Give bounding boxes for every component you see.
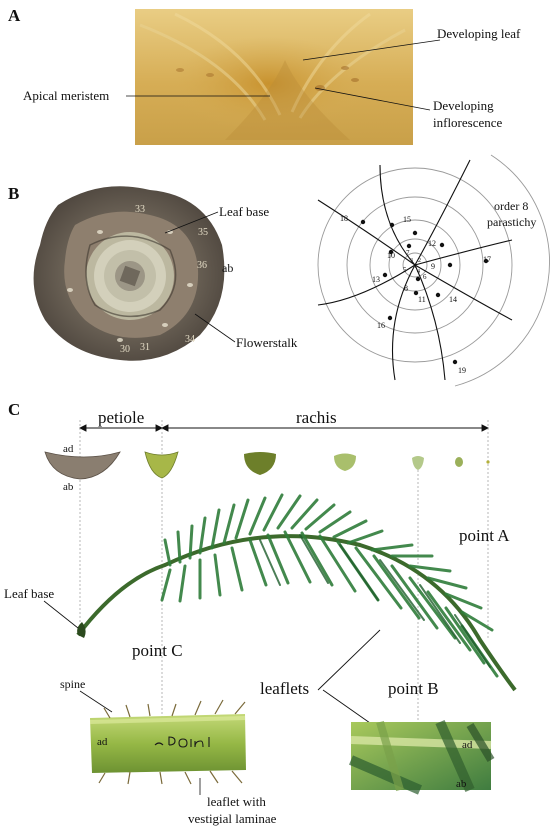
parastichy-label-1: order 8 [494, 199, 528, 213]
phyllotaxis-diagram: 1 2 3 4 5 6 7 8 9 10 11 12 13 14 15 16 1… [318, 155, 549, 386]
node-number-10: 10 [387, 251, 395, 260]
node-number-6: 6 [423, 273, 427, 281]
rachis-closeup-photo [351, 722, 491, 790]
ab-label-top: ab [63, 481, 74, 493]
flowerstalk-label: Flowerstalk [236, 335, 298, 350]
ad-label-top: ad [63, 443, 74, 455]
vestigial-label-1: leaflet with [207, 794, 266, 809]
leaf-base-label-c: Leaf base [4, 586, 54, 601]
node-number-18: 18 [340, 214, 348, 223]
developing-leaf-label: Developing leaf [437, 26, 521, 41]
leaf-base-label-b: Leaf base [219, 204, 269, 219]
point-c-label: point C [132, 641, 183, 660]
ad-label-inset: ad [462, 739, 473, 751]
trunk-cross-section-photo [34, 186, 225, 360]
petiole-label: petiole [98, 408, 144, 427]
leaflets-label: leaflets [260, 679, 309, 698]
spine-leader [80, 691, 112, 712]
spine-label: spine [60, 677, 85, 691]
ad-label-petiole: ad [97, 736, 108, 748]
node-number-16: 16 [377, 321, 385, 330]
developing-inflorescence-label-2: inflorescence [433, 115, 503, 130]
rachis-label: rachis [296, 408, 337, 427]
node-number-11: 11 [418, 295, 426, 304]
petiole-cross-sections [45, 452, 490, 479]
ab-label-inset: ab [456, 778, 467, 790]
node-number-12: 12 [428, 239, 436, 248]
node-number-9: 9 [431, 262, 435, 271]
node-number-14: 14 [449, 295, 457, 304]
photo-number-35: 35 [198, 227, 208, 238]
node-number-8: 8 [404, 284, 408, 293]
photo-number-31: 31 [140, 342, 150, 353]
photo-number-36: 36 [197, 260, 207, 271]
node-number-13: 13 [372, 275, 380, 284]
node-number-5: 5 [403, 266, 407, 274]
panel-a-letter: A [8, 6, 21, 25]
node-number-19: 19 [458, 366, 466, 375]
node-number-3: 3 [410, 258, 413, 264]
leaf-base-leader-c [44, 601, 78, 628]
photo-number-34: 34 [185, 334, 195, 345]
developing-inflorescence-label-1: Developing [433, 98, 494, 113]
petiole-closeup-photo [90, 700, 246, 784]
node-number-15: 15 [403, 215, 411, 224]
ab-label-b: ab [222, 261, 233, 275]
node-number-4: 4 [417, 269, 420, 275]
panel-b-letter: B [8, 184, 19, 203]
parastichy-label-2: parastichy [487, 215, 536, 229]
vestigial-label-2: vestigial laminae [188, 811, 277, 826]
node-number-2: 2 [418, 258, 421, 264]
photo-number-33: 33 [135, 204, 145, 215]
leaflets-leaders [318, 630, 380, 730]
photo-number-30: 30 [120, 344, 130, 355]
node-number-7: 7 [406, 249, 410, 257]
apical-meristem-label: Apical meristem [23, 88, 109, 103]
point-b-label: point B [388, 679, 439, 698]
panel-c-letter: C [8, 400, 20, 419]
point-a-label: point A [459, 526, 510, 545]
node-number-17: 17 [483, 255, 491, 264]
palm-frond [77, 495, 515, 690]
panel-a-photo [135, 9, 413, 145]
